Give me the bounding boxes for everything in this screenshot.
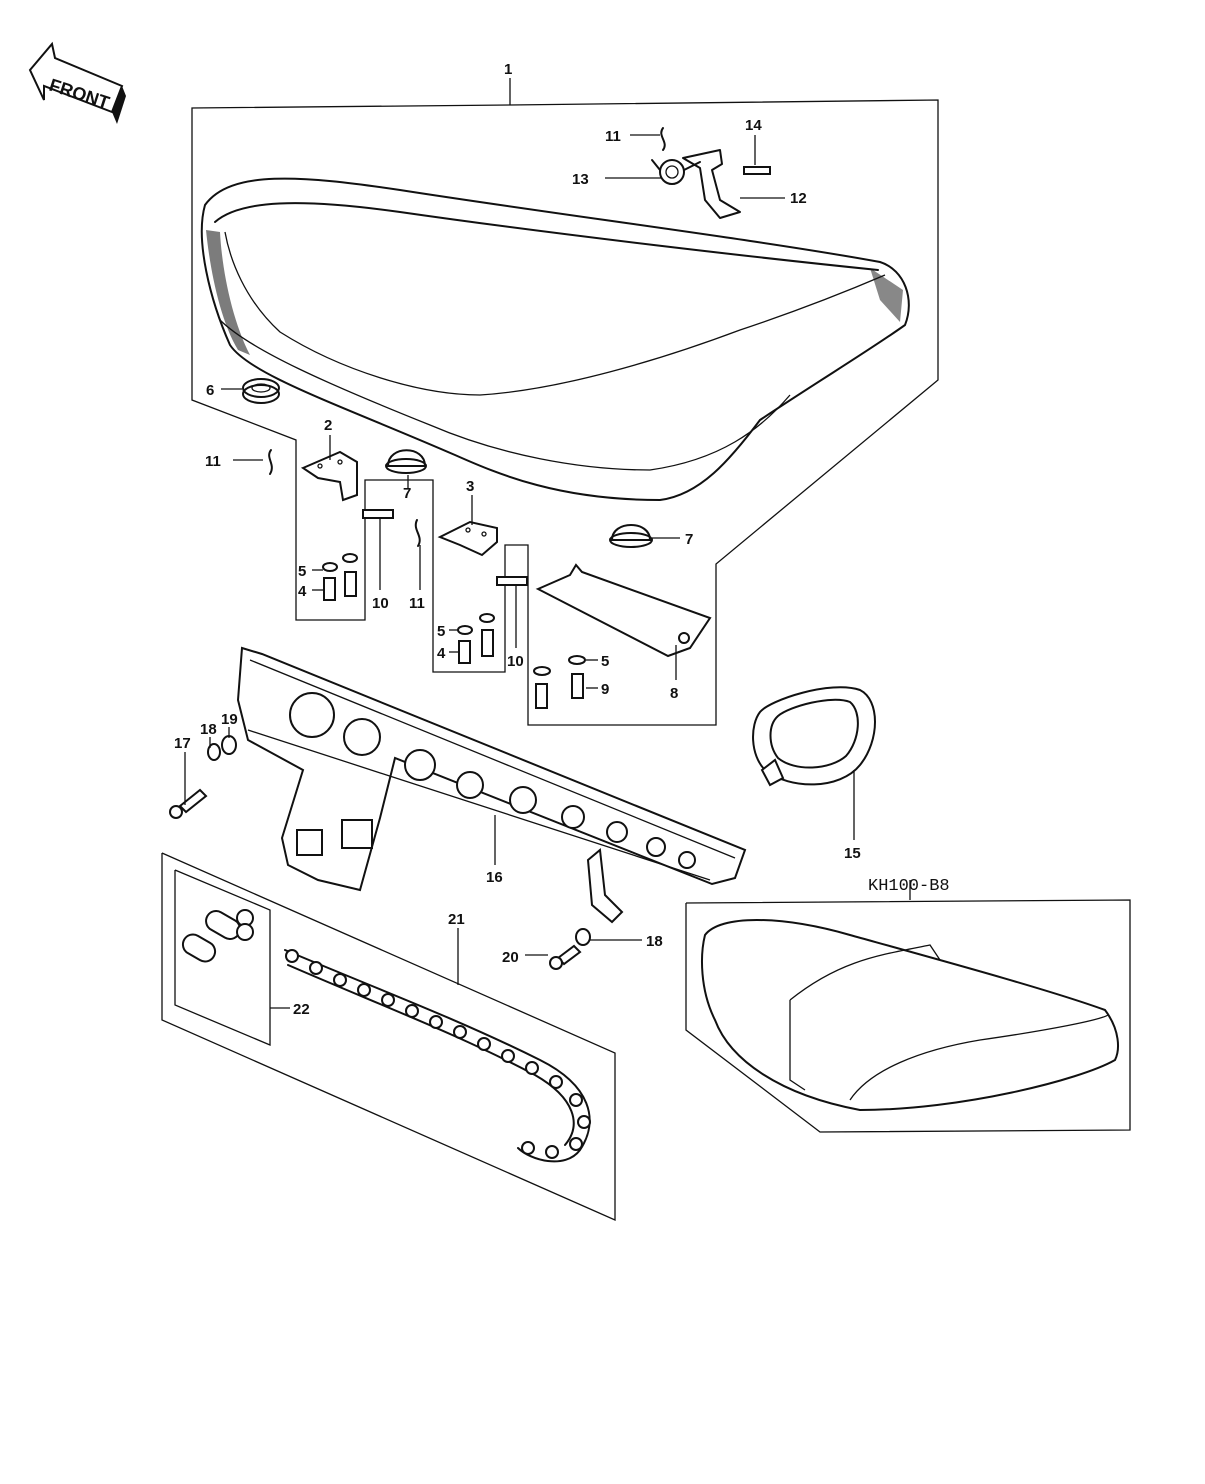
seat-main <box>200 177 910 501</box>
callout-6: 6 <box>206 382 214 399</box>
callout-12: 12 <box>790 190 807 207</box>
callout-10-right: 10 <box>507 653 524 670</box>
callout-20: 20 <box>502 949 519 966</box>
callout-13: 13 <box>572 171 589 188</box>
callout-5-right: 5 <box>601 653 609 670</box>
callout-8: 8 <box>670 685 678 702</box>
pin-10-right <box>496 576 528 586</box>
seat-plate-8 <box>535 563 712 658</box>
callout-labels: 1 2 3 4 4 5 5 5 6 7 7 8 9 10 10 11 11 11… <box>174 61 861 1018</box>
callout-4-left: 4 <box>298 583 307 600</box>
front-arrow-icon: FRONT <box>28 41 126 124</box>
master-link-group-outline <box>174 869 271 1046</box>
chain-guard-16 <box>236 646 747 924</box>
bracket-2 <box>300 450 358 502</box>
seat-lock-parts <box>651 127 771 219</box>
chain-group-outline <box>161 852 616 1221</box>
cotter-pin-11-middle <box>414 519 421 547</box>
callout-22: 22 <box>293 1001 310 1018</box>
kh100-b8-seat-group-outline <box>685 899 1131 1133</box>
drive-chain-21 <box>284 949 591 1163</box>
callout-9: 9 <box>601 681 609 698</box>
callout-7-upper: 7 <box>403 485 411 502</box>
leader-lines <box>184 78 911 1009</box>
callout-7-lower: 7 <box>685 531 693 548</box>
rubber-ring-15 <box>752 686 876 787</box>
callout-18-right: 18 <box>646 933 663 950</box>
callout-21: 21 <box>448 911 465 928</box>
callout-17: 17 <box>174 735 191 752</box>
pin-10-left <box>362 509 394 519</box>
callout-18-left: 18 <box>200 721 217 738</box>
callout-2: 2 <box>324 417 332 434</box>
bolt-set-left <box>322 553 358 601</box>
grommet-7-lower <box>609 524 653 548</box>
bolt-20-with-washer <box>549 928 591 970</box>
seat-kh100-b8 <box>701 919 1119 1111</box>
callout-5-middle: 5 <box>437 623 445 640</box>
master-link-22 <box>181 909 254 963</box>
seat-assembly-group-outline <box>191 99 939 726</box>
callout-10-left: 10 <box>372 595 389 612</box>
grommet-7-upper <box>385 449 427 474</box>
callout-11-left: 11 <box>205 453 221 470</box>
bolt-set-middle <box>457 613 495 664</box>
bolt-17-with-washers <box>169 735 237 819</box>
cotter-pin-11-left <box>268 449 273 475</box>
callout-4-middle: 4 <box>437 645 446 662</box>
callout-1: 1 <box>504 61 512 78</box>
callout-11-top: 11 <box>605 128 621 145</box>
grommet-6 <box>242 378 280 404</box>
bolt-set-right <box>533 655 586 709</box>
callout-15: 15 <box>844 845 861 862</box>
callout-3: 3 <box>466 478 474 495</box>
callout-11-middle: 11 <box>409 595 425 612</box>
callout-5-left: 5 <box>298 563 306 580</box>
model-label: KH100-B8 <box>868 877 950 896</box>
callout-14: 14 <box>745 117 762 134</box>
callout-19: 19 <box>221 711 238 728</box>
callout-16: 16 <box>486 869 503 886</box>
bracket-3 <box>437 520 498 557</box>
